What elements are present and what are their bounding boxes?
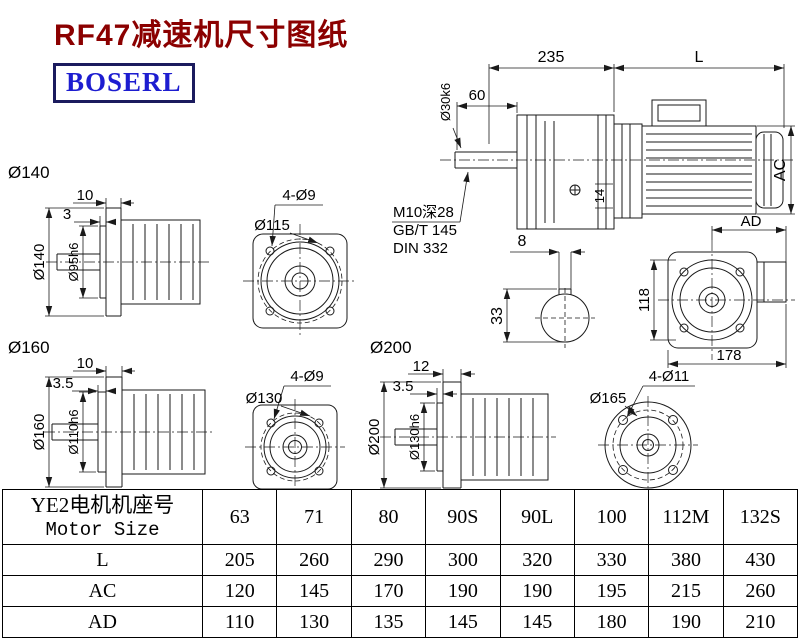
size-col-80: 80 <box>350 489 427 545</box>
dia-130h6-label: Ø130h6 <box>407 414 422 460</box>
dim-235-label: 235 <box>538 49 565 66</box>
cell-L-132S: 430 <box>722 544 799 576</box>
dim-178-label: 178 <box>716 347 741 364</box>
size-col-100: 100 <box>573 489 650 545</box>
flange-200-label: Ø200 <box>370 338 412 357</box>
dim-3-5-label: 3.5 <box>393 378 414 395</box>
bolt-circle-130-label: Ø130 <box>246 390 283 407</box>
dim-10-label: 10 <box>77 187 94 204</box>
flange-140-label: Ø140 <box>8 163 50 182</box>
cell-AC-71: 145 <box>276 575 352 607</box>
cell-AC-63: 120 <box>201 575 278 607</box>
dia-95h6-label: Ø95h6 <box>66 242 81 281</box>
shaft-key-section: 8 33 <box>489 233 595 348</box>
cell-AD-90L: 145 <box>499 606 575 638</box>
unit-200-side-view: Ø200 12 3.5 <box>366 338 556 489</box>
dim-AC-label: AC <box>772 159 789 181</box>
cell-AC-80: 170 <box>350 575 427 607</box>
cell-L-63: 205 <box>201 544 278 576</box>
dia-110h6-label: Ø110h6 <box>66 409 81 454</box>
cell-L-80: 290 <box>350 544 427 576</box>
dim-10-label: 10 <box>77 355 94 372</box>
tap-spec-line2: GB/T 145 <box>393 222 457 239</box>
cell-AC-100: 195 <box>573 575 650 607</box>
dia-200-label: Ø200 <box>366 419 383 456</box>
shaft-diameter-label: Ø30k6 <box>438 83 453 121</box>
cell-L-100: 330 <box>573 544 650 576</box>
unit-160-side-view: Ø160 10 3.5 <box>8 338 214 488</box>
size-col-71: 71 <box>276 489 352 545</box>
top-dimensions: 235 L 60 Ø30k6 AC 14 M10深28 GB/T 145 DIN… <box>392 49 795 257</box>
dia-140-label: Ø140 <box>31 244 48 281</box>
tap-spec-line1: M10深28 <box>393 204 454 221</box>
dim-33-label: 33 <box>489 307 506 325</box>
page-title: RF47减速机尺寸图纸 <box>54 19 349 52</box>
holes-4x11-label: 4-Ø11 <box>649 368 690 385</box>
technical-drawing: 235 L 60 Ø30k6 AC 14 M10深28 GB/T 145 DIN… <box>8 49 796 490</box>
holes-4x9-label: 4-Ø9 <box>290 368 323 385</box>
table-row-L: L 205 260 290 300 320 330 380 430 <box>2 544 799 576</box>
row-label-AC: AC <box>2 575 203 607</box>
size-col-112M: 112M <box>648 489 724 545</box>
header-chinese: YE2电机机座号 <box>30 493 175 517</box>
cell-AD-80: 135 <box>350 606 427 638</box>
size-col-132S: 132S <box>722 489 799 545</box>
row-label-L: L <box>2 544 203 576</box>
dim-60-label: 60 <box>469 87 486 104</box>
size-col-63: 63 <box>201 489 278 545</box>
cell-AC-112M: 215 <box>648 575 724 607</box>
cell-AD-71: 130 <box>276 606 352 638</box>
size-col-90L: 90L <box>499 489 575 545</box>
motor-flange-front-view: 4-Ø11 Ø165 <box>590 368 698 489</box>
flange-front-view-160: 4-Ø9 Ø130 <box>245 368 345 490</box>
dim-AD-label: AD <box>741 213 762 230</box>
cell-AD-132S: 210 <box>722 606 799 638</box>
bolt-circle-165-label: Ø165 <box>590 390 627 407</box>
boserl-logo: BOSERL <box>53 63 195 103</box>
tap-spec-line3: DIN 332 <box>393 240 448 257</box>
dia-160-label: Ø160 <box>31 414 48 451</box>
motor-size-table: YE2电机机座号 Motor Size 63 71 80 90S 90L 100… <box>2 489 799 638</box>
terminal-box <box>651 99 707 127</box>
table-row-AD: AD 110 130 135 145 145 180 190 210 <box>2 606 799 638</box>
size-col-90S: 90S <box>425 489 501 545</box>
table-row-AC: AC 120 145 170 190 190 195 215 260 <box>2 575 799 607</box>
motor-assembly-side-view <box>440 99 796 230</box>
cell-L-71: 260 <box>276 544 352 576</box>
cell-L-112M: 380 <box>648 544 724 576</box>
cell-L-90L: 320 <box>499 544 575 576</box>
dim-8-label: 8 <box>518 233 527 250</box>
cell-AD-63: 110 <box>201 606 278 638</box>
holes-4x9-label: 4-Ø9 <box>282 187 315 204</box>
dim-12-label: 12 <box>413 358 430 375</box>
cell-AD-90S: 145 <box>425 606 501 638</box>
gearbox-rear-view: AD 118 178 <box>636 213 795 368</box>
motor-size-header-cell: YE2电机机座号 Motor Size <box>2 489 203 545</box>
row-label-AD: AD <box>2 606 203 638</box>
dim-3-label: 3 <box>63 206 71 223</box>
cell-AD-100: 180 <box>573 606 650 638</box>
flange-front-view-140: 4-Ø9 Ø115 <box>243 187 357 338</box>
bolt-circle-115-label: Ø115 <box>254 217 290 234</box>
terminal-box-side <box>756 261 787 303</box>
unit-140-side-view: Ø140 10 3 <box>8 163 212 317</box>
cell-L-90S: 300 <box>425 544 501 576</box>
dim-118-label: 118 <box>636 288 653 312</box>
cell-AC-132S: 260 <box>722 575 799 607</box>
dim-14-label: 14 <box>592 189 607 203</box>
fan-cover <box>755 131 784 209</box>
dim-L-label: L <box>695 49 704 66</box>
cell-AC-90L: 190 <box>499 575 575 607</box>
dim-3-5-label: 3.5 <box>53 375 74 392</box>
flange-160-label: Ø160 <box>8 338 50 357</box>
header-english: Motor Size <box>45 519 160 541</box>
cell-AC-90S: 190 <box>425 575 501 607</box>
cell-AD-112M: 190 <box>648 606 724 638</box>
table-header-row: YE2电机机座号 Motor Size 63 71 80 90S 90L 100… <box>2 489 799 545</box>
